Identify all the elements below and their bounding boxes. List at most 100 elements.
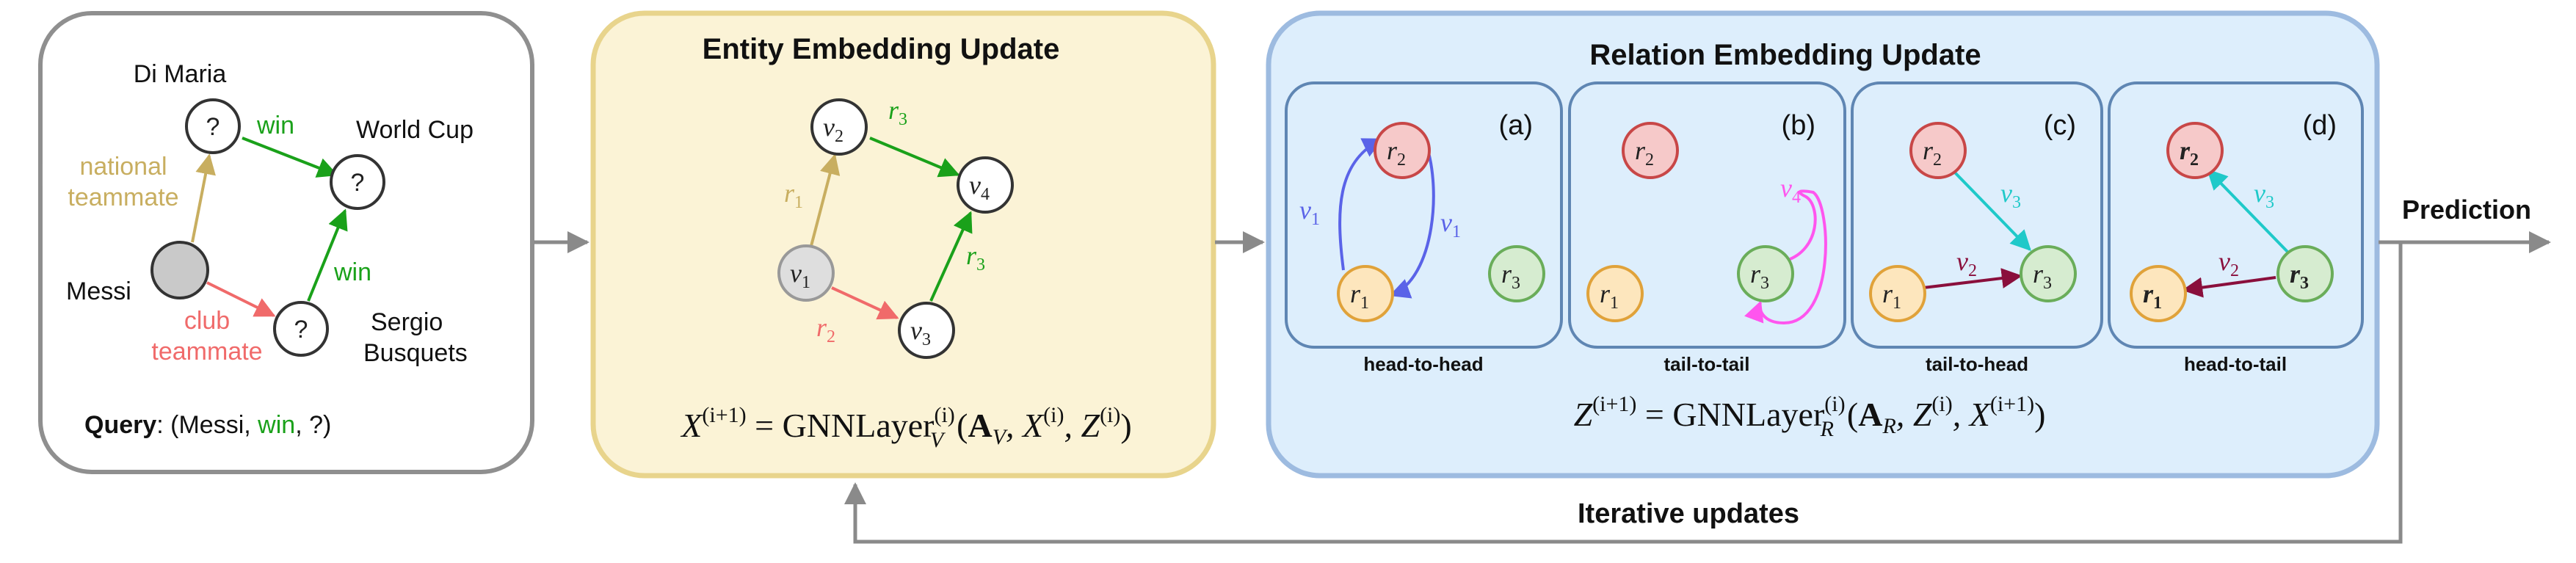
relation-panel-title: Relation Embedding Update: [1589, 39, 1981, 71]
a-left-sub: 1: [1311, 210, 1320, 229]
relation-panel-box: [1266, 10, 2380, 479]
edge-c-teal: [1951, 169, 2031, 252]
d-r3-letter: r: [2290, 259, 2301, 288]
rf-layer-sub: R: [1820, 417, 1834, 441]
node-a-r1: [1337, 265, 1394, 322]
iterative-loop-arrow: [844, 242, 2403, 544]
c-r2-letter: r: [1923, 136, 1934, 165]
edge-a-label-left: v1: [1299, 195, 1320, 229]
d-maroon-letter: v: [2218, 247, 2230, 276]
edge-d-maroon: [2182, 276, 2276, 298]
c-maroon-sub: 2: [1968, 261, 1977, 280]
d-r1-letter: r: [2143, 279, 2154, 308]
label-messi: Messi: [66, 277, 131, 305]
edge-v1-v3: [831, 286, 899, 320]
rf-A-sub: R: [1882, 414, 1895, 438]
edge-b-label: v4: [1780, 173, 1801, 207]
rf-lhs-sup: (i+1): [1592, 392, 1636, 416]
node-v1: [777, 244, 835, 302]
edge-label-r3b: r3: [966, 241, 985, 275]
r3a-sub: 3: [899, 110, 907, 129]
node-c-r1-label: r1: [1882, 279, 1901, 313]
relation-formula: Z(i+1) = GNNLayer(i)R(AR, Z(i), X(i+1)): [1574, 392, 2046, 441]
label-sergio: Sergio: [371, 308, 443, 336]
edge-c-teal-label: v3: [2000, 178, 2021, 212]
query-relation: win: [257, 411, 295, 439]
node-messi: [150, 241, 209, 299]
ef-A: A: [968, 407, 992, 444]
a-right-sub: 1: [1452, 222, 1461, 241]
node-d-r3: [2276, 245, 2334, 302]
subpanel-d-tag: (d): [2303, 110, 2337, 141]
edge-messi-sergio: [206, 281, 276, 317]
query-open: : (Messi,: [156, 411, 258, 439]
rf-close: ): [2034, 396, 2045, 433]
label-national-teammate: teammate: [68, 184, 178, 211]
ef-open: (: [957, 407, 968, 444]
iterative-label: Iterative updates: [1578, 498, 1799, 529]
rf-comma2: , X: [1953, 396, 1992, 433]
ef-x-sup: (i): [1043, 403, 1064, 427]
subpanel-b-tag: (b): [1782, 110, 1815, 141]
a-r3-letter: r: [1501, 259, 1512, 288]
edge-v3-v4: [929, 211, 973, 302]
entity-panel-box: [590, 10, 1216, 479]
label-club-teammate: teammate: [151, 338, 262, 366]
node-v2: [810, 98, 868, 156]
edge-v2-v4: [869, 137, 960, 178]
subpanel-d-caption: head-to-tail: [2184, 353, 2287, 375]
a-r2-letter: r: [1387, 136, 1398, 165]
edge-d-teal-label: v3: [2254, 178, 2274, 212]
rf-z-sup: (i): [1931, 392, 1952, 416]
r2-sub: 2: [827, 327, 835, 346]
node-v4: [957, 156, 1014, 214]
node-a-r2-label: r2: [1387, 136, 1406, 170]
node-v2-label: v2: [823, 112, 843, 146]
node-c-r2: [1909, 122, 1967, 179]
subpanel-a-tag: (a): [1499, 110, 1533, 141]
subpanel-c-caption: tail-to-head: [1926, 353, 2028, 375]
query-prefix: Query: [84, 411, 156, 439]
entity-formula: X(i+1) = GNNLayer(i)V(AV, X(i), Z(i)): [680, 403, 1131, 452]
edge-v1-v2: [810, 153, 841, 247]
c-maroon-letter: v: [1956, 247, 1968, 276]
r3b-letter: r: [966, 241, 977, 270]
subpanel-b-caption: tail-to-tail: [1664, 353, 1750, 375]
node-d-r1: [2130, 265, 2187, 322]
node-d-r3-label: r3: [2290, 259, 2309, 293]
d-teal-sub: 3: [2265, 193, 2274, 212]
entity-panel: Entity Embedding Update v1 v2 v3 v4 r1 r…: [590, 10, 1216, 479]
query-panel-box: [38, 11, 534, 474]
node-c-r1: [1869, 265, 1926, 322]
edge-d-teal: [2207, 168, 2290, 255]
node-b-r1: [1586, 265, 1644, 322]
d-teal-letter: v: [2254, 178, 2265, 208]
edge-dimaria-worldcup: [242, 137, 338, 178]
node-c-r2-label: r2: [1923, 136, 1942, 170]
c-teal-letter: v: [2000, 178, 2012, 208]
edge-label-r2: r2: [816, 313, 835, 346]
ef-lhs-sup: (i+1): [702, 403, 746, 427]
edge-a-left: [1338, 138, 1384, 271]
d-maroon-sub: 2: [2230, 261, 2239, 280]
r3a-letter: r: [888, 95, 899, 125]
edge-b-selfloop: [1744, 189, 1827, 325]
node-b-r3: [1737, 245, 1794, 302]
prediction-label: Prediction: [2402, 195, 2531, 225]
subpanel-b: (b) r2 r1 r3 v4 tail-to-tail: [1568, 81, 1846, 375]
rf-comma1: , Z: [1896, 396, 1932, 433]
relation-panel: Relation Embedding Update (a) r2 r1 r3 v…: [1266, 10, 2380, 479]
r3b-sub: 3: [976, 255, 985, 275]
subpanel-b-box: [1568, 81, 1846, 349]
rf-open: (: [1847, 396, 1858, 433]
node-d-r1-label: r1: [2143, 279, 2162, 313]
v1-letter: v: [790, 258, 802, 288]
v2-letter: v: [823, 112, 835, 142]
node-v1-label: v1: [790, 258, 810, 292]
b-edge-letter: v: [1780, 173, 1792, 203]
node-a-r1-label: r1: [1350, 279, 1369, 313]
ef-comma2: , Z: [1064, 407, 1100, 444]
edge-d-maroon-label: v2: [2218, 247, 2239, 280]
query-line: Query: (Messi, win, ?): [84, 411, 331, 439]
